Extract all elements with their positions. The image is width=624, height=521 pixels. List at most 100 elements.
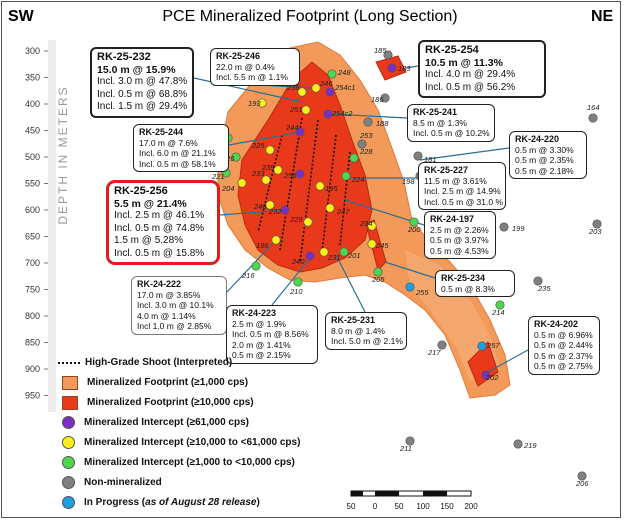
scale-label: 100	[416, 502, 430, 511]
callout-hole-id: RK-25-231	[331, 315, 376, 325]
legend-footprint-low: Mineralized Footprint (≥1,000 cps)	[62, 375, 248, 390]
drillhole-marker	[327, 69, 337, 79]
scale-label: 150	[440, 502, 454, 511]
scale-label: 50	[347, 502, 356, 511]
legend-intercept-low: Mineralized Intercept (≥1,000 to <10,000…	[62, 455, 295, 470]
depth-tick-label: 900	[25, 364, 40, 374]
scale-label: 50	[395, 502, 404, 511]
drillhole-marker	[499, 222, 509, 232]
callout-hole-id: RK-25-244	[139, 127, 184, 137]
callout-leader-line	[384, 261, 436, 279]
drillhole-label: 210	[289, 287, 303, 296]
map-title: PCE Mineralized Footprint (Long Section)	[162, 8, 458, 25]
callout-leader-line	[271, 257, 311, 306]
drillhole-label: 198	[402, 177, 415, 186]
callout-assay-line: 0.5 m @ 2.44%	[534, 340, 593, 350]
scale-label: 200	[464, 502, 478, 511]
callout-hole-id: RK-25-234	[441, 273, 486, 283]
drillhole-marker	[577, 471, 587, 481]
drillhole-label: 200	[407, 225, 421, 234]
drillhole-marker	[405, 282, 415, 292]
callout-assay-line: Incl. 4.0 m @ 29.4%	[425, 69, 516, 80]
drillhole-label: 214	[491, 308, 505, 317]
drillhole-marker	[257, 98, 267, 108]
callout-leader-line	[329, 113, 408, 119]
depth-axis-band	[48, 40, 56, 412]
drillhole-label: 254c2	[331, 109, 353, 118]
drillhole-marker	[592, 219, 602, 229]
callout-hole-id: RK-25-232	[97, 51, 151, 63]
depth-axis-label: DEPTH IN METERS	[56, 85, 70, 225]
depth-tick-group: 3003504004505005506006507007508008509009…	[25, 46, 48, 401]
callout-assay-line: 0.5 m @ 6.96%	[534, 329, 593, 340]
drillhole-marker	[295, 127, 305, 137]
drillhole-marker	[588, 113, 598, 123]
depth-tick-label: 700	[25, 258, 40, 268]
drillhole-label: 257	[486, 341, 500, 350]
footprint-low-lobe	[405, 250, 500, 380]
yellow-dot-icon	[62, 436, 75, 449]
callout-hole-id: RK-25-241	[413, 107, 458, 117]
callout-assay-line: 0.5 m @ 3.97%	[430, 235, 489, 245]
drillhole-label: 234	[359, 219, 373, 228]
dotted-line-icon	[58, 361, 80, 364]
depth-tick-label: 950	[25, 391, 40, 401]
callout-hole-id: RK-25-254	[425, 44, 479, 56]
drillhole-marker	[357, 139, 367, 149]
callout-assay-line: 0.5 m @ 8.3%	[441, 283, 495, 294]
drillhole-label: 205	[371, 275, 385, 284]
callout-hole-id: RK-25-227	[424, 165, 469, 175]
callout-assay-line: Incl. 0.5 m @ 8.56%	[232, 329, 309, 339]
orange-square-icon	[62, 375, 78, 390]
legend-shoot: High-Grade Shoot (Interpreted)	[58, 355, 232, 370]
callout-assay-line: Incl. 0.5 m @ 15.8%	[114, 247, 205, 259]
callout-assay-line: Incl. 0.5 m @ 56.2%	[425, 81, 516, 93]
callout-assay-line: Incl. 6.0 m @ 21.1%	[139, 148, 216, 158]
drillhole-label: 231	[327, 253, 341, 262]
drillhole-label: 254c1	[334, 83, 355, 92]
drillhole-label: 202	[485, 373, 499, 382]
callout-assay-line: 2.5 m @ 1.9%	[232, 318, 286, 329]
drillhole-label: 236	[286, 83, 300, 92]
callout-assay-line: 17.0 m @ 3.85%	[137, 289, 201, 300]
drillhole-marker	[495, 300, 505, 310]
callout-assay-line: Incl 1.0 m @ 2.85%	[137, 321, 212, 331]
drillhole-label: 199	[512, 224, 525, 233]
depth-tick-label: 650	[25, 232, 40, 242]
drillhole-label: 193	[248, 99, 261, 108]
drillhole-label: 183	[398, 64, 411, 73]
callout-assay-line: 0.5 m @ 2.35%	[515, 155, 574, 165]
drillhole-marker	[380, 93, 390, 103]
drillhole-marker	[295, 169, 305, 179]
drillhole-label: 206	[575, 479, 589, 488]
red-square-icon	[62, 395, 78, 410]
drillhole-label: 219	[523, 441, 537, 450]
callout-assay-line: 0.5 m @ 2.75%	[534, 361, 593, 371]
drillhole-label: 204	[221, 184, 235, 193]
drillhole-marker	[367, 239, 377, 249]
drillhole-label: 256	[283, 171, 297, 180]
depth-tick-label: 450	[25, 126, 40, 136]
drillhole-marker	[273, 165, 283, 175]
drillhole-marker	[413, 151, 423, 161]
drillhole-label: 233	[251, 169, 265, 178]
drillhole-label: 186	[371, 95, 384, 104]
drillhole-marker	[405, 436, 415, 446]
callout-hole-id: RK-24-197	[430, 214, 475, 224]
drillhole-label: 164	[587, 103, 600, 112]
drillhole-marker	[319, 247, 329, 257]
gray-dot-icon	[62, 476, 75, 489]
callout-assay-line: 2.5 m @ 2.26%	[430, 224, 489, 235]
drillhole-label: 203	[588, 227, 602, 236]
depth-tick-label: 300	[25, 46, 40, 56]
